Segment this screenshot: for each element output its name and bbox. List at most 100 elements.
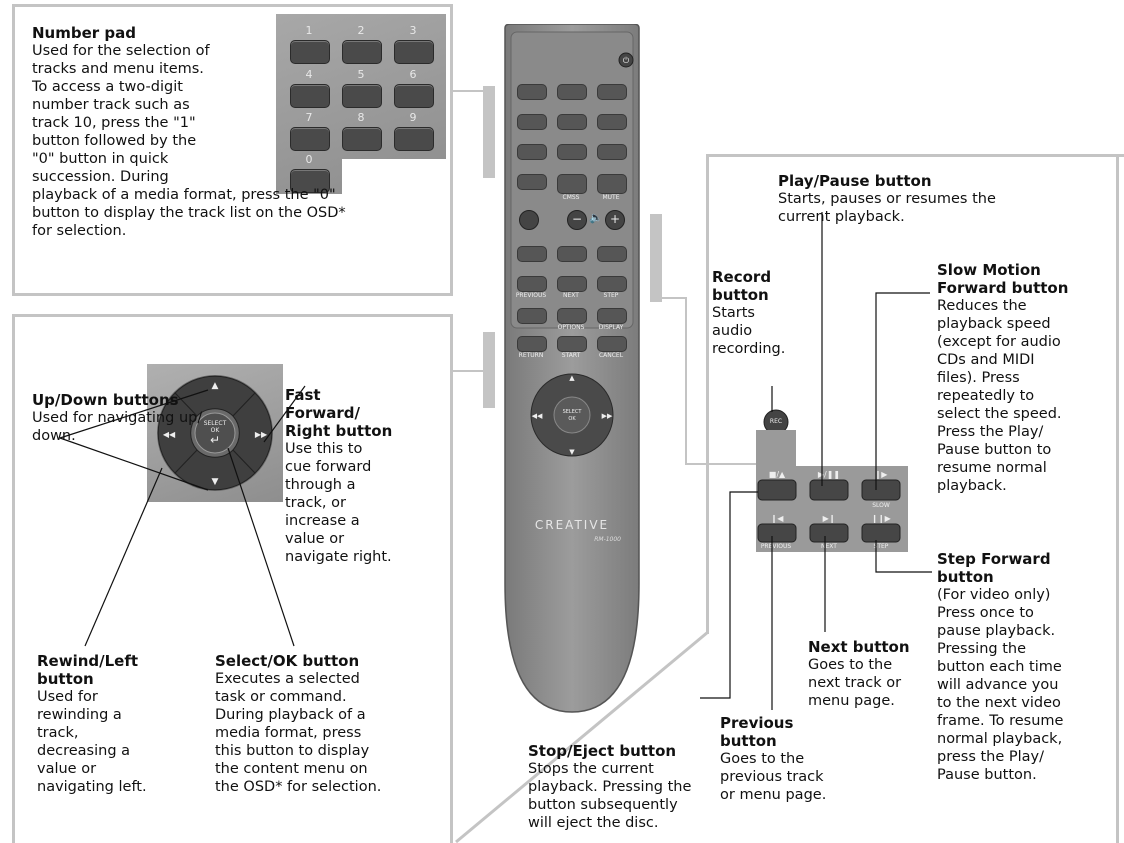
- remote-brand-logo: CREATIVE: [534, 518, 610, 532]
- remote-cancel-button[interactable]: [597, 336, 627, 352]
- remote-options-button[interactable]: [557, 308, 587, 324]
- remote-next-button[interactable]: [557, 276, 587, 292]
- svg-text:▲: ▲: [212, 381, 219, 391]
- step-forward-line: button each time: [937, 659, 1062, 675]
- remote-return-button[interactable]: [517, 336, 547, 352]
- number-key-2[interactable]: [342, 40, 382, 64]
- remote-key-9[interactable]: [597, 144, 627, 160]
- svg-text:⏻: ⏻: [623, 56, 630, 65]
- rewind-title: Rewind/Left: [37, 652, 139, 670]
- remote-key-4[interactable]: [517, 114, 547, 130]
- next-title: Next button: [808, 638, 910, 656]
- step-forward-line: will advance you: [937, 677, 1059, 693]
- fast-forward-title: Right button: [285, 422, 393, 440]
- remote-start-button[interactable]: [557, 336, 587, 352]
- number-pad-line: number track such as: [32, 97, 190, 113]
- remote-volume-down-button[interactable]: −: [567, 210, 587, 230]
- remote-key-3[interactable]: [597, 84, 627, 100]
- remote-previous-button[interactable]: [517, 276, 547, 292]
- select-ok-line: task or command.: [215, 689, 347, 705]
- remote-volume-up-button[interactable]: +: [605, 210, 625, 230]
- fast-forward-line: navigate right.: [285, 549, 392, 565]
- remote-step-button[interactable]: [597, 276, 627, 292]
- remote-key-7[interactable]: [517, 144, 547, 160]
- number-pad-line: "0" button in quick: [32, 151, 169, 167]
- remote-play-pause-button[interactable]: [557, 246, 587, 262]
- slow-motion-title: Slow Motion: [937, 261, 1041, 279]
- remote-key-0[interactable]: [517, 174, 547, 190]
- remote-key-1[interactable]: [517, 84, 547, 100]
- up-down-title: Up/Down buttons: [32, 391, 179, 409]
- playback-panel-diagonal: [455, 630, 709, 843]
- remote-key-5[interactable]: [557, 114, 587, 130]
- remote-previous-label: PREVIOUS: [515, 292, 547, 299]
- number-key-8[interactable]: [342, 127, 382, 151]
- remote-eax-button[interactable]: [517, 308, 547, 324]
- slow-motion-line: select the speed.: [937, 406, 1062, 422]
- number-key-4[interactable]: [290, 84, 330, 108]
- nav-panel-left: [12, 314, 15, 843]
- step-forward-description: Step Forward button (For video only) Pre…: [937, 550, 1115, 784]
- playback-connector-line: [662, 297, 756, 465]
- remote-model-label: RM-1000: [594, 536, 621, 543]
- nav-panel-right: [450, 314, 453, 843]
- playback-connector-tab: [650, 214, 662, 302]
- svg-text:▼: ▼: [569, 448, 575, 456]
- slow-motion-title: Forward button: [937, 279, 1069, 297]
- number-key-6[interactable]: [394, 84, 434, 108]
- slow-motion-line: repeatedly to: [937, 388, 1035, 404]
- previous-description: Previous button Goes to the previous tra…: [720, 714, 840, 804]
- pb-next-label: NEXT: [821, 543, 837, 550]
- numpad-panel-bottom: [12, 293, 453, 296]
- select-ok-line: the OSD* for selection.: [215, 779, 382, 795]
- number-key-0[interactable]: [290, 169, 330, 193]
- slow-motion-line: Pause button to: [937, 442, 1052, 458]
- remote-key-6[interactable]: [597, 114, 627, 130]
- next-line: next track or: [808, 675, 902, 691]
- nav-leader-lines: [59, 385, 306, 647]
- remote-rec-button[interactable]: [519, 210, 539, 230]
- remote-key-2[interactable]: [557, 84, 587, 100]
- fast-forward-title: Forward/: [285, 404, 360, 422]
- remote-slow-button[interactable]: [597, 246, 627, 262]
- remote-key-8[interactable]: [557, 144, 587, 160]
- number-pad-line: Used for the selection of: [32, 43, 210, 59]
- remote-cmss-button[interactable]: [557, 174, 587, 194]
- number-pad-line: playback of a media format, press the "0…: [32, 187, 336, 203]
- rewind-line: decreasing a: [37, 743, 131, 759]
- number-key-7[interactable]: [290, 127, 330, 151]
- numpad-connector-tab: [483, 86, 495, 178]
- up-down-line: Used for navigating up/: [32, 410, 203, 426]
- previous-line: or menu page.: [720, 787, 827, 803]
- remote-stop-eject-button[interactable]: [517, 246, 547, 262]
- next-line: Goes to the: [808, 657, 893, 673]
- slow-motion-line: playback.: [937, 478, 1007, 494]
- step-forward-title: Step Forward: [937, 550, 1051, 568]
- key-label-6: 6: [409, 68, 417, 81]
- number-key-3[interactable]: [394, 40, 434, 64]
- svg-text:◀◀: ◀◀: [163, 430, 176, 439]
- nav-connector-line: [453, 370, 483, 372]
- step-forward-line: (For video only): [937, 587, 1051, 603]
- pb-slow-label: SLOW: [872, 502, 890, 509]
- step-forward-line: to the next video: [937, 695, 1061, 711]
- key-label-4: 4: [305, 68, 313, 81]
- remote-dpad[interactable]: ▲ ▼ ◀◀ ▶▶: [529, 372, 615, 458]
- number-key-1[interactable]: [290, 40, 330, 64]
- select-ok-line: Executes a selected: [215, 671, 360, 687]
- number-pad-line: button followed by the: [32, 133, 197, 149]
- number-pad-line: for selection.: [32, 223, 127, 239]
- number-key-9[interactable]: [394, 127, 434, 151]
- stop-eject-line: Stops the current: [528, 761, 654, 777]
- remote-display-button[interactable]: [597, 308, 627, 324]
- stop-eject-line: will eject the disc.: [528, 815, 659, 831]
- next-description: Next button Goes to the next track or me…: [808, 638, 928, 710]
- remote-cancel-label: CANCEL: [598, 352, 624, 359]
- number-key-5[interactable]: [342, 84, 382, 108]
- rewind-line: navigating left.: [37, 779, 147, 795]
- remote-mute-button[interactable]: [597, 174, 627, 194]
- remote-control: ⏻ CMSS MUTE − 🔈 + PREVIOUS NEXT STEP OPT…: [499, 24, 645, 714]
- number-pad-line: button to display the track list on the …: [32, 205, 346, 221]
- record-line: audio: [712, 323, 753, 339]
- select-ok-title: Select/OK button: [215, 652, 360, 670]
